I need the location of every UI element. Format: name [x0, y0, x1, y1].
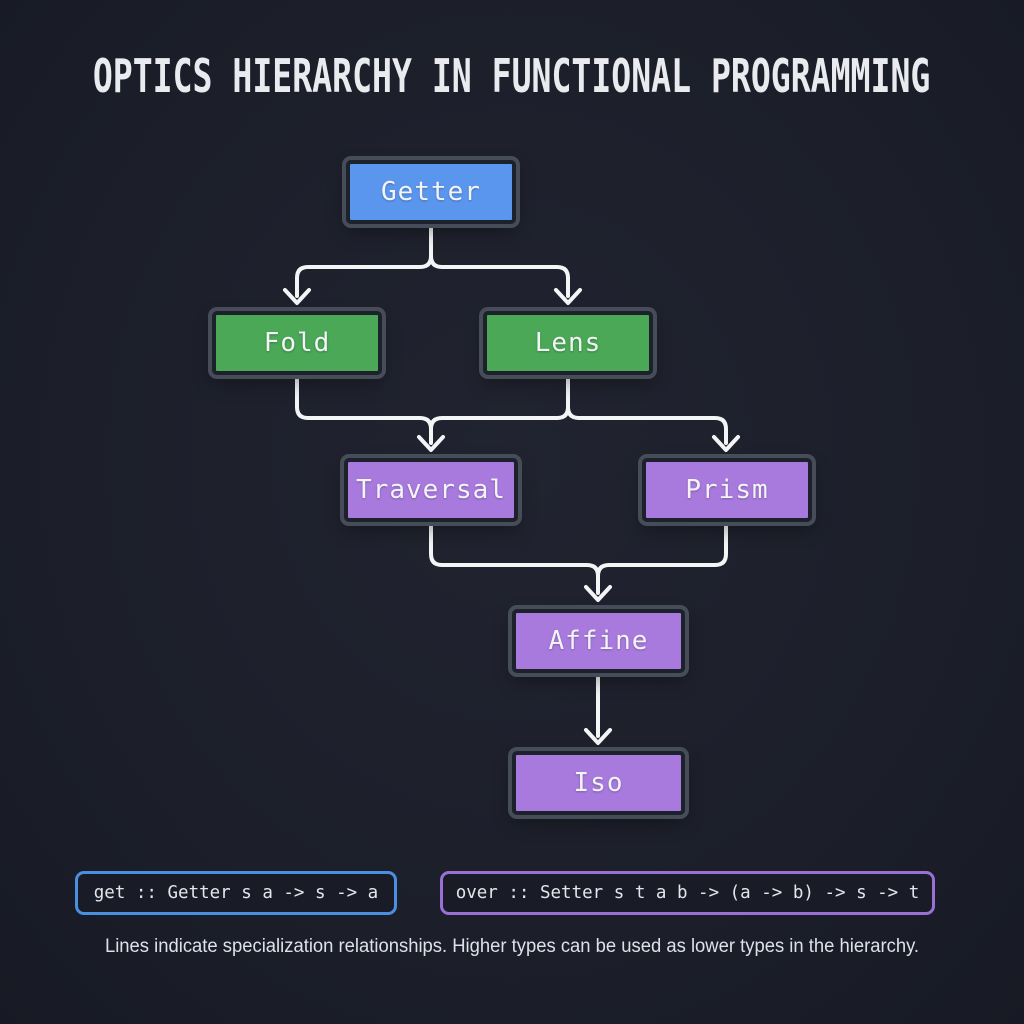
arrowhead-icon [712, 435, 740, 452]
node-traversal: Traversal [344, 458, 518, 522]
node-affine: Affine [512, 609, 685, 673]
node-fold-label: Fold [263, 328, 331, 358]
arrowhead-icon [554, 288, 582, 305]
title-bar: OPTICS HIERARCHY IN FUNCTIONAL PROGRAMMI… [0, 49, 1024, 103]
arrowhead-icon [417, 435, 445, 452]
arrowhead-icon [584, 585, 612, 602]
node-iso-label: Iso [573, 768, 624, 798]
edge-prism-affine [596, 522, 728, 578]
node-iso: Iso [512, 751, 685, 815]
edge-lens-traversal [429, 375, 570, 431]
edge-affine-iso [584, 673, 612, 745]
edge-getter-fold [283, 220, 433, 305]
signature-get-code: get :: Getter s a -> s -> a [93, 883, 379, 903]
node-lens: Lens [483, 311, 653, 375]
signature-get: get :: Getter s a -> s -> a [75, 871, 397, 915]
node-traversal-label: Traversal [356, 475, 506, 505]
edge-getter-lens [429, 220, 582, 305]
node-prism: Prism [642, 458, 812, 522]
edge-lens-prism [566, 375, 740, 452]
arrowhead-icon [584, 728, 612, 745]
node-getter: Getter [346, 160, 516, 224]
arrowhead-icon [283, 288, 311, 305]
node-affine-label: Affine [548, 626, 649, 656]
page-title: OPTICS HIERARCHY IN FUNCTIONAL PROGRAMMI… [93, 49, 931, 103]
footnote-caption: Lines indicate specialization relationsh… [104, 936, 920, 957]
node-getter-label: Getter [381, 177, 481, 207]
node-prism-label: Prism [685, 475, 769, 505]
node-lens-label: Lens [534, 328, 602, 358]
signature-over: over :: Setter s t a b -> (a -> b) -> s … [440, 871, 935, 915]
edge-traversal-affine [429, 522, 612, 602]
node-fold: Fold [212, 311, 382, 375]
edge-fold-traversal [295, 375, 445, 452]
signature-over-code: over :: Setter s t a b -> (a -> b) -> s … [455, 883, 920, 903]
